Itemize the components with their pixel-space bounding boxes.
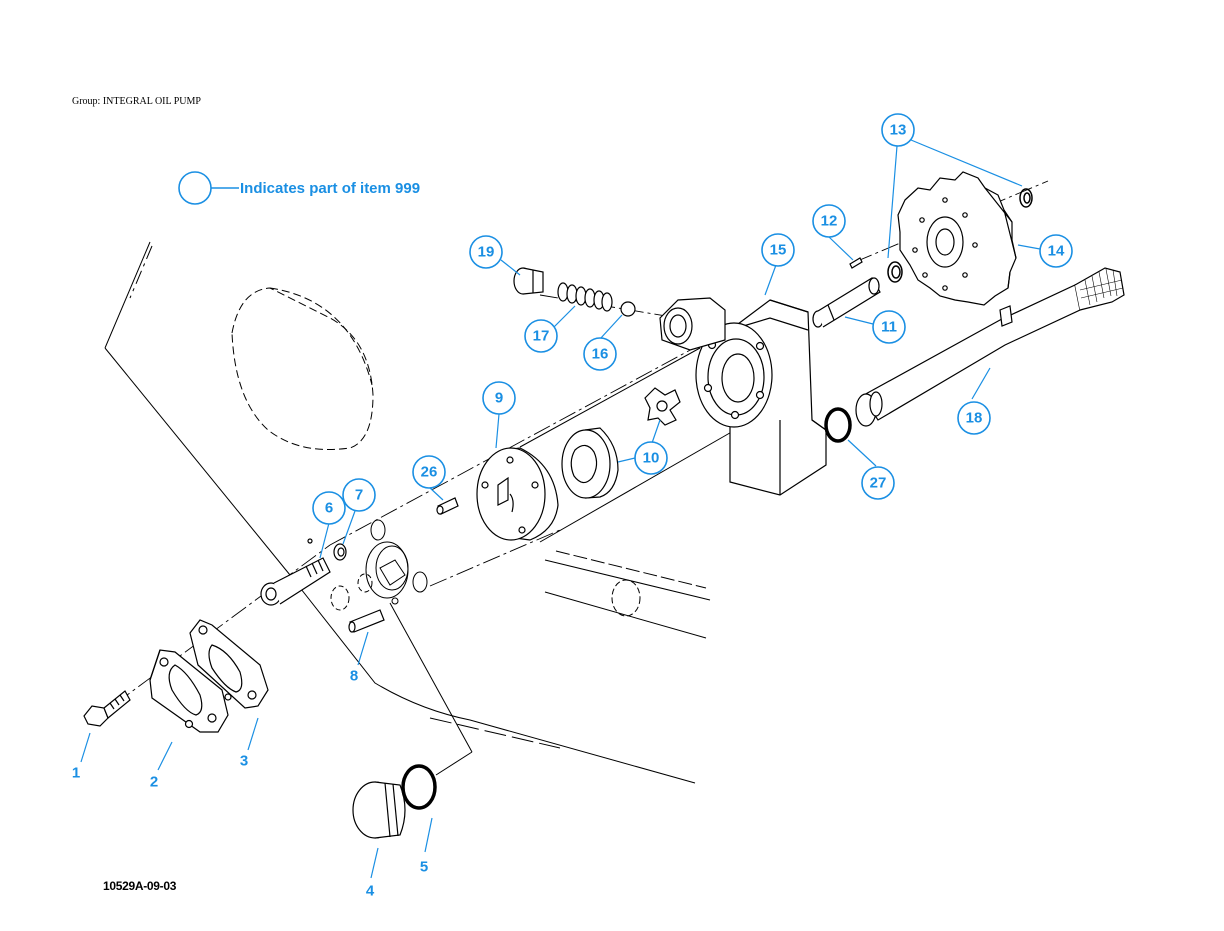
svg-text:7: 7 — [355, 487, 363, 504]
pump-cover-phantom — [331, 520, 427, 610]
part-19-plug — [514, 268, 543, 294]
callout-19: 19 — [469, 235, 503, 269]
part-13-snap-ring-b — [1020, 189, 1032, 207]
legend: Indicates part of item 999 — [178, 171, 420, 205]
part-3-gasket — [190, 620, 268, 708]
part-26-dowel-pin — [437, 498, 458, 514]
legend-circle-icon — [178, 171, 212, 205]
part-9-pump-cover — [477, 448, 558, 540]
part-8-dowel — [349, 610, 384, 632]
callout-6: 6 — [312, 491, 346, 525]
svg-text:11: 11 — [881, 319, 897, 336]
callout-27: 27 — [861, 466, 895, 500]
svg-text:18: 18 — [966, 410, 983, 427]
part-16-ball — [621, 302, 635, 316]
callout-9: 9 — [482, 381, 516, 415]
callout-18: 18 — [957, 401, 991, 435]
part-12-pin — [850, 258, 862, 268]
part-27-o-ring — [826, 409, 850, 441]
part-6-capscrew — [261, 539, 330, 605]
part-15-pump-housing — [660, 298, 826, 495]
part-17-spring — [558, 283, 612, 311]
svg-text:6: 6 — [325, 500, 333, 517]
part-7-washer — [334, 544, 346, 560]
callout-leaders — [80, 139, 1041, 879]
part-18-pickup-tube — [856, 268, 1124, 426]
part-2-bracket — [150, 650, 228, 732]
svg-text:13: 13 — [890, 122, 907, 139]
part-1-bolt — [84, 691, 130, 726]
callout-26: 26 — [412, 455, 446, 489]
part-11-shaft — [813, 278, 880, 327]
callout-7: 7 — [342, 478, 376, 512]
svg-text:12: 12 — [821, 213, 838, 230]
callout-14: 14 — [1039, 234, 1073, 268]
part-13-snap-ring-a — [888, 262, 902, 282]
callout-16: 16 — [583, 337, 617, 371]
callout-17: 17 — [524, 319, 558, 353]
svg-text:26: 26 — [421, 464, 438, 481]
callout-10: 10 — [634, 441, 668, 475]
part-4-plug — [353, 782, 405, 838]
svg-text:19: 19 — [478, 244, 495, 261]
svg-text:16: 16 — [592, 346, 609, 363]
callout-11: 11 — [872, 310, 906, 344]
group-title: Group: INTEGRAL OIL PUMP — [72, 96, 201, 107]
part-10-inner-rotor — [645, 388, 680, 425]
callout-12: 12 — [812, 204, 846, 238]
svg-text:14: 14 — [1048, 243, 1065, 260]
pump-body-outline — [519, 347, 736, 543]
legend-text: Indicates part of item 999 — [240, 180, 420, 197]
callout-1: 1 — [72, 765, 80, 782]
part-5-o-ring — [403, 766, 435, 808]
part-14-gear — [898, 172, 1016, 305]
callout-4: 4 — [366, 883, 375, 900]
svg-text:10: 10 — [643, 450, 660, 467]
figure-id: 10529A-09-03 — [103, 879, 177, 893]
svg-text:9: 9 — [495, 390, 503, 407]
engine-outline — [104, 241, 711, 784]
callout-13: 13 — [881, 113, 915, 147]
part-10-outer-rotor — [562, 428, 618, 498]
callout-15: 15 — [761, 233, 795, 267]
circled-callouts: 7 6 9 10 26 19 — [312, 113, 1073, 525]
callout-2: 2 — [150, 774, 158, 791]
callout-8: 8 — [350, 668, 358, 685]
svg-text:17: 17 — [533, 328, 550, 345]
plain-callouts: 1 2 3 4 5 8 — [72, 668, 428, 900]
callout-5: 5 — [420, 859, 428, 876]
callout-3: 3 — [240, 753, 248, 770]
svg-text:15: 15 — [770, 242, 787, 259]
svg-text:27: 27 — [870, 475, 887, 492]
